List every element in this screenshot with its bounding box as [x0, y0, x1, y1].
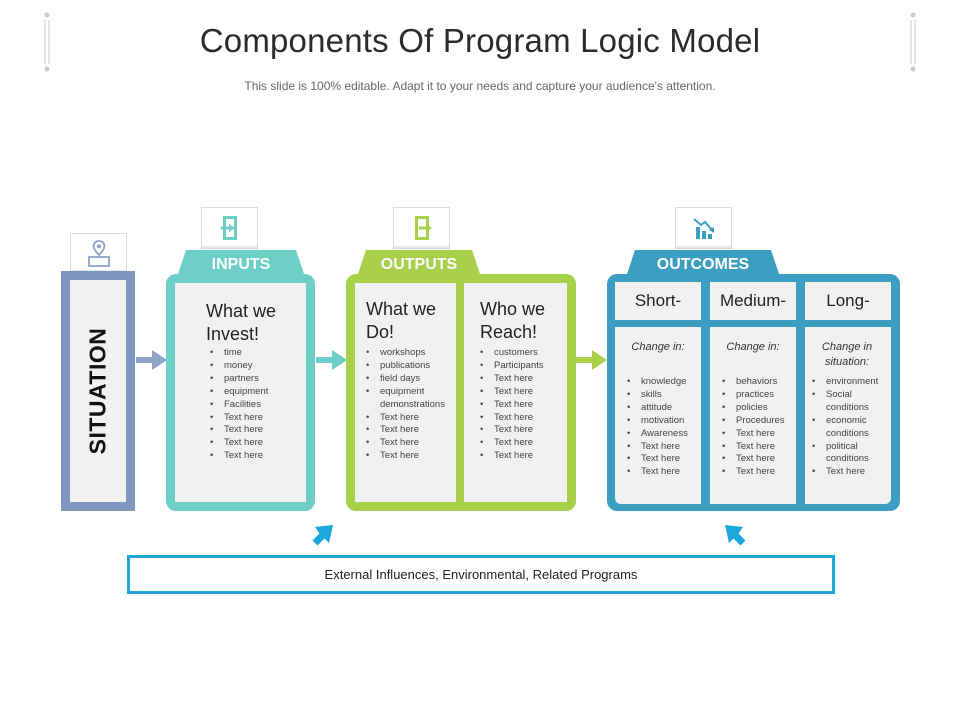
list-item: practices: [722, 389, 796, 402]
outcomes-medium-head: Medium-: [710, 282, 796, 320]
list-item: economic conditions: [812, 415, 892, 441]
inputs-heading: What we Invest!: [206, 301, 277, 344]
list-item: Procedures: [722, 415, 796, 428]
page-subtitle: This slide is 100% editable. Adapt it to…: [244, 79, 716, 93]
outputs-do-heading: What we Do!: [366, 299, 437, 342]
list-item: Text here: [722, 428, 796, 441]
list-item: political conditions: [812, 441, 892, 467]
outputs-reach-heading: Who we Reach!: [480, 299, 546, 342]
list-item: time: [210, 347, 305, 360]
list-item: knowledge: [627, 376, 701, 389]
list-item: Text here: [480, 386, 566, 399]
list-item: Text here: [210, 450, 305, 463]
list-item: customers: [480, 347, 566, 360]
outcomes-medium-change: Change in:: [726, 341, 780, 353]
list-item: Text here: [812, 466, 892, 479]
list-item: Text here: [366, 412, 456, 425]
situation-icon-tile: [70, 233, 127, 273]
list-item: attitude: [627, 402, 701, 415]
arrow-outputs-to-outcomes: [576, 350, 607, 370]
logout-door-icon: [414, 216, 432, 240]
situation-label: SITUATION: [84, 327, 111, 455]
page-title: Components Of Program Logic Model: [199, 22, 761, 59]
arrow-up-right: [725, 525, 746, 546]
list-item: Text here: [722, 466, 796, 479]
situation-panel: SITUATION: [61, 271, 135, 511]
outcomes-tab: OUTCOMES: [625, 250, 781, 280]
outcomes-medium-list: behaviorspracticespoliciesProceduresText…: [722, 376, 796, 479]
list-item: equipment demonstrations: [366, 386, 456, 412]
outcomes-long-change: Change in situation:: [821, 341, 873, 368]
corner-decoration-left: [44, 12, 50, 72]
list-item: partners: [210, 373, 305, 386]
list-item: behaviors: [722, 376, 796, 389]
outcomes-short-list: knowledgeskillsattitudemotivationAwarene…: [627, 376, 701, 479]
corner-decoration-right: [910, 12, 916, 72]
outputs-reach-list: customersParticipantsText hereText hereT…: [480, 347, 566, 463]
list-item: Awareness: [627, 428, 701, 441]
outcomes-short-head: Short-: [615, 282, 701, 320]
inputs-list: timemoneypartnersequipmentFacilitiesText…: [210, 347, 305, 463]
outcomes-tab-label: OUTCOMES: [656, 256, 750, 273]
list-item: policies: [722, 402, 796, 415]
list-item: motivation: [627, 415, 701, 428]
list-item: Text here: [366, 437, 456, 450]
outcomes-icon-tile: [675, 207, 732, 249]
outputs-tab: OUTPUTS: [356, 250, 482, 280]
list-item: money: [210, 360, 305, 373]
outcomes-long-list: environmentSocial conditionseconomic con…: [812, 376, 892, 479]
list-item: environment: [812, 376, 892, 389]
inputs-tab-label: INPUTS: [211, 256, 271, 273]
list-item: Text here: [627, 441, 701, 454]
external-influences-label: External Influences, Environmental, Rela…: [324, 567, 638, 582]
list-item: Text here: [480, 450, 566, 463]
list-item: Text here: [627, 466, 701, 479]
list-item: Text here: [210, 437, 305, 450]
inputs-panel: What we Invest! timemoneypartnersequipme…: [166, 274, 315, 511]
outputs-icon-tile: [393, 207, 450, 249]
list-item: Text here: [366, 450, 456, 463]
outputs-do-list: workshopspublicationsfield daysequipment…: [366, 347, 456, 463]
list-item: Text here: [480, 424, 566, 437]
list-item: Text here: [722, 441, 796, 454]
list-item: workshops: [366, 347, 456, 360]
list-item: Participants: [480, 360, 566, 373]
list-item: Text here: [366, 424, 456, 437]
arrow-up-left: [312, 525, 333, 546]
list-item: Social conditions: [812, 389, 892, 415]
list-item: Text here: [627, 453, 701, 466]
list-item: Text here: [210, 412, 305, 425]
outcomes-panel: Short- Medium- Long- Change in: Change i…: [607, 274, 900, 511]
login-door-icon: [220, 216, 237, 240]
chart-decline-icon: [692, 218, 714, 239]
list-item: skills: [627, 389, 701, 402]
list-item: equipment: [210, 386, 305, 399]
list-item: Facilities: [210, 399, 305, 412]
outcomes-short-change: Change in:: [631, 341, 685, 353]
external-influences-box: External Influences, Environmental, Rela…: [127, 555, 835, 594]
inputs-tab: INPUTS: [176, 250, 306, 280]
outputs-tab-label: OUTPUTS: [380, 256, 458, 273]
list-item: Text here: [480, 437, 566, 450]
list-item: Text here: [480, 412, 566, 425]
outputs-panel: What we Do! workshopspublicationsfield d…: [346, 274, 576, 511]
list-item: Text here: [480, 399, 566, 412]
location-map-icon: [87, 240, 110, 267]
inputs-icon-tile: [201, 207, 258, 249]
outcomes-long-head: Long-: [805, 282, 891, 320]
list-item: field days: [366, 373, 456, 386]
list-item: Text here: [722, 453, 796, 466]
list-item: Text here: [210, 424, 305, 437]
list-item: Text here: [480, 373, 566, 386]
list-item: publications: [366, 360, 456, 373]
arrow-situation-to-inputs: [136, 350, 167, 370]
arrow-inputs-to-outputs: [316, 350, 347, 370]
